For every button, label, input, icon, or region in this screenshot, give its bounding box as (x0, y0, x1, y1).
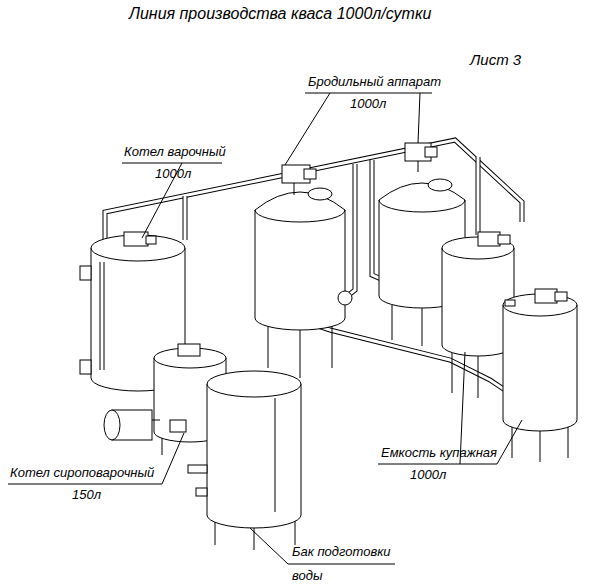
diagram-title: Линия производства кваса 1000л/сутки (129, 6, 431, 22)
callout-label: Бродильный аппарат (308, 74, 441, 90)
volume-label: 1000л (155, 166, 191, 182)
volume-label: 1000л (350, 96, 386, 112)
volume-label: 150л (72, 487, 101, 503)
callout-label: Котел сироповарочный (10, 465, 154, 481)
callout-label: Котел варочный (124, 144, 226, 160)
left-fermenter (255, 165, 352, 378)
blending-tank-2 (503, 289, 577, 462)
water-tank (188, 371, 301, 550)
callout-label: Бак подготовки воды (292, 540, 402, 584)
callout-label: Емкость купажная (381, 445, 497, 461)
volume-label: 1000л (410, 467, 446, 483)
sheet-number: Лист 3 (470, 52, 521, 68)
leader-lines (8, 93, 522, 564)
